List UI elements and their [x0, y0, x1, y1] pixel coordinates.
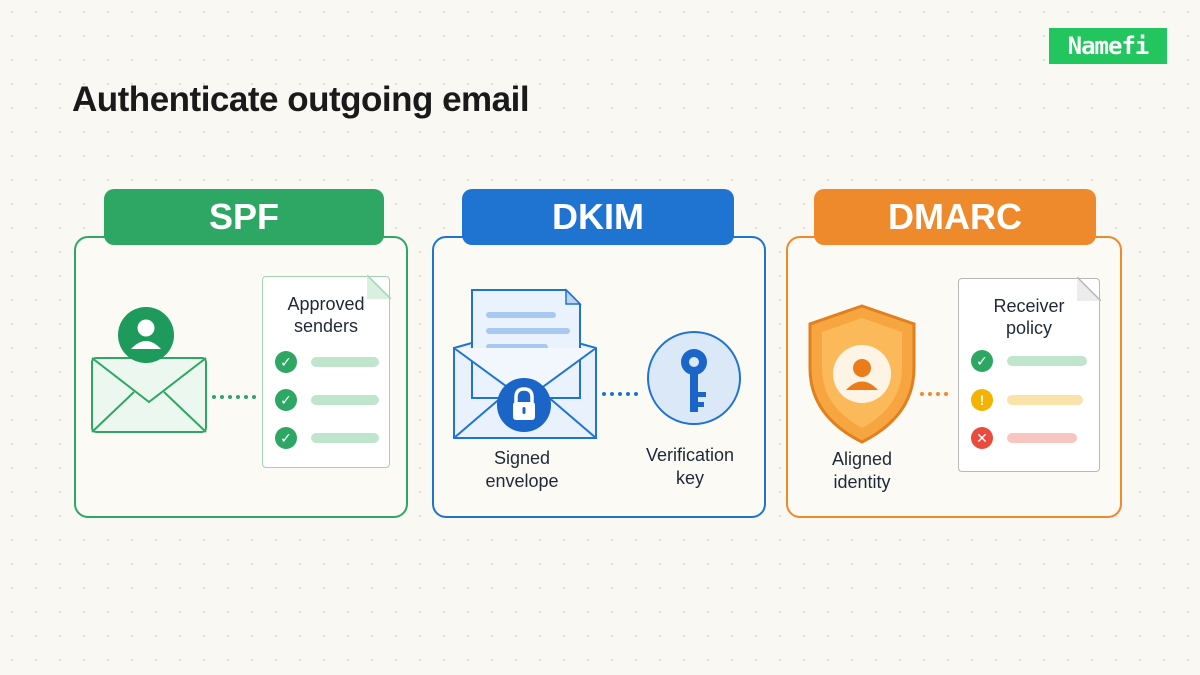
label-line2: envelope [485, 471, 559, 491]
receiver-policy-document: Receiver policy ✓ ! ✕ [958, 277, 1101, 472]
user-icon [833, 345, 891, 403]
list-item: ✓ [275, 427, 381, 449]
label-line1: Verification [645, 445, 735, 465]
doc-title-line2: senders [293, 316, 359, 336]
list-item: ✓ [971, 350, 1091, 372]
user-icon [118, 307, 174, 363]
page-title: Authenticate outgoing email [72, 80, 530, 119]
list-item: ! [971, 389, 1091, 411]
approved-senders-document: Approved senders ✓ ✓ ✓ [262, 275, 391, 468]
list-item: ✓ [275, 389, 381, 411]
dmarc-connector [920, 383, 952, 396]
key-icon [647, 331, 741, 425]
check-icon: ✓ [275, 427, 297, 449]
check-icon: ✓ [971, 350, 993, 372]
signed-envelope-label: Signed envelope [462, 447, 582, 493]
namefi-logo: Namefi [1049, 28, 1167, 64]
envelope-icon [91, 357, 207, 433]
aligned-identity-label: Aligned identity [802, 448, 922, 494]
list-item: ✓ [275, 351, 381, 373]
page-fold-icon [1077, 277, 1101, 301]
warning-icon: ! [971, 389, 993, 411]
lock-icon [497, 378, 551, 432]
dkim-heading: DKIM [462, 189, 734, 245]
dmarc-heading: DMARC [814, 189, 1096, 245]
doc-title-line1: Receiver [993, 296, 1065, 316]
check-icon: ✓ [275, 389, 297, 411]
label-line2: identity [833, 472, 891, 492]
cross-icon: ✕ [971, 427, 993, 449]
list-item: ✕ [971, 427, 1091, 449]
label-line2: key [675, 468, 704, 488]
spf-heading: SPF [104, 189, 384, 245]
page-fold-icon [367, 275, 391, 299]
verification-key-label: Verification key [630, 444, 750, 490]
label-line1: Signed [493, 448, 551, 468]
check-icon: ✓ [275, 351, 297, 373]
label-line1: Aligned [831, 449, 893, 469]
doc-title-line1: Approved [287, 294, 365, 314]
doc-title-line2: policy [1005, 318, 1053, 338]
dkim-connector [602, 383, 642, 396]
spf-connector [212, 386, 260, 399]
